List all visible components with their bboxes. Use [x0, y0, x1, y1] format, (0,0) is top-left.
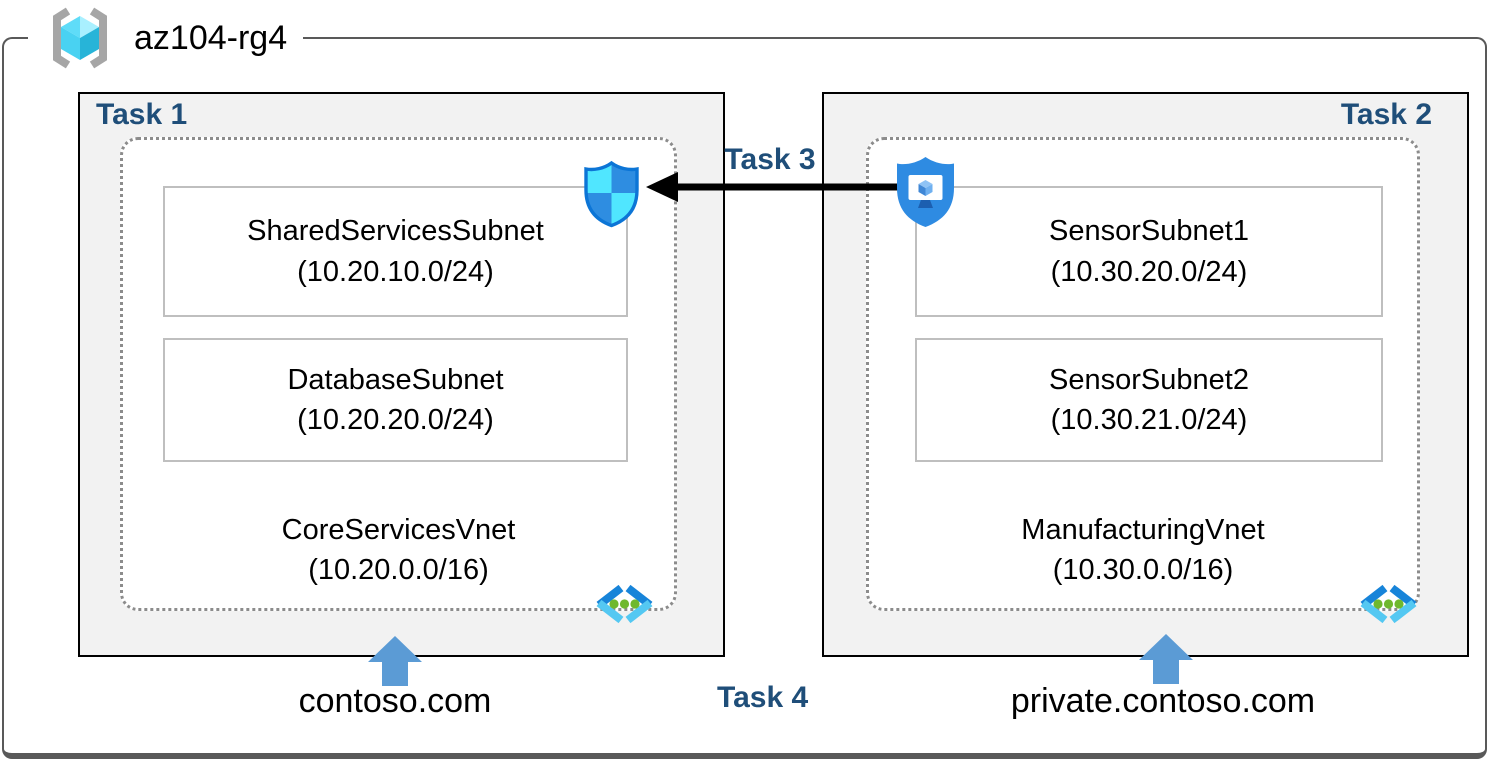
up-arrow-icon	[1139, 634, 1193, 684]
up-arrow-icon	[368, 636, 422, 686]
left-arrow-icon	[638, 164, 918, 212]
resource-group-frame	[2, 37, 1487, 759]
subnet-name: DatabaseSubnet	[287, 363, 504, 396]
subnet-name: SharedServicesSubnet	[247, 215, 544, 248]
sensor-subnet1-box: SensorSubnet1 (10.30.20.0/24)	[915, 186, 1383, 317]
subnet-cidr: (10.30.20.0/24)	[1050, 255, 1248, 288]
nsg-shield-icon	[582, 160, 641, 228]
task3-label: Task 3	[724, 143, 816, 176]
sensor-subnet2-box: SensorSubnet2 (10.30.21.0/24)	[915, 338, 1383, 462]
vnet-cidr: (10.20.0.0/16)	[308, 554, 489, 587]
vnet-name: ManufacturingVnet	[1021, 514, 1265, 546]
shield-monitor-icon	[894, 155, 957, 229]
shared-services-subnet-box: SharedServicesSubnet (10.20.10.0/24)	[163, 186, 628, 317]
task1-label: Task 1	[96, 98, 188, 131]
resource-group-legend: az104-rg4	[28, 0, 304, 76]
task2-label: Task 2	[1340, 98, 1432, 131]
subnet-name: SensorSubnet2	[1049, 363, 1249, 396]
resource-group-icon	[44, 6, 116, 70]
subnet-cidr: (10.20.10.0/24)	[297, 255, 494, 288]
core-services-vnet-label: CoreServicesVnet (10.20.0.0/16)	[120, 510, 677, 590]
manufacturing-vnet-label: ManufacturingVnet (10.30.0.0/16)	[866, 510, 1420, 590]
task4-label: Task 4	[717, 681, 809, 714]
resource-group-name: az104-rg4	[134, 18, 288, 57]
subnet-cidr: (10.20.20.0/24)	[297, 404, 494, 436]
subnet-cidr: (10.30.21.0/24)	[1050, 404, 1248, 436]
contoso-dns-label: contoso.com	[298, 682, 492, 720]
virtual-network-icon	[1355, 583, 1422, 625]
vnet-name: CoreServicesVnet	[281, 514, 516, 546]
subnet-name: SensorSubnet1	[1049, 215, 1249, 248]
virtual-network-icon	[591, 583, 658, 625]
private-contoso-dns-label: private.contoso.com	[1010, 682, 1316, 720]
database-subnet-box: DatabaseSubnet (10.20.20.0/24)	[163, 338, 628, 462]
vnet-cidr: (10.30.0.0/16)	[1052, 554, 1234, 587]
